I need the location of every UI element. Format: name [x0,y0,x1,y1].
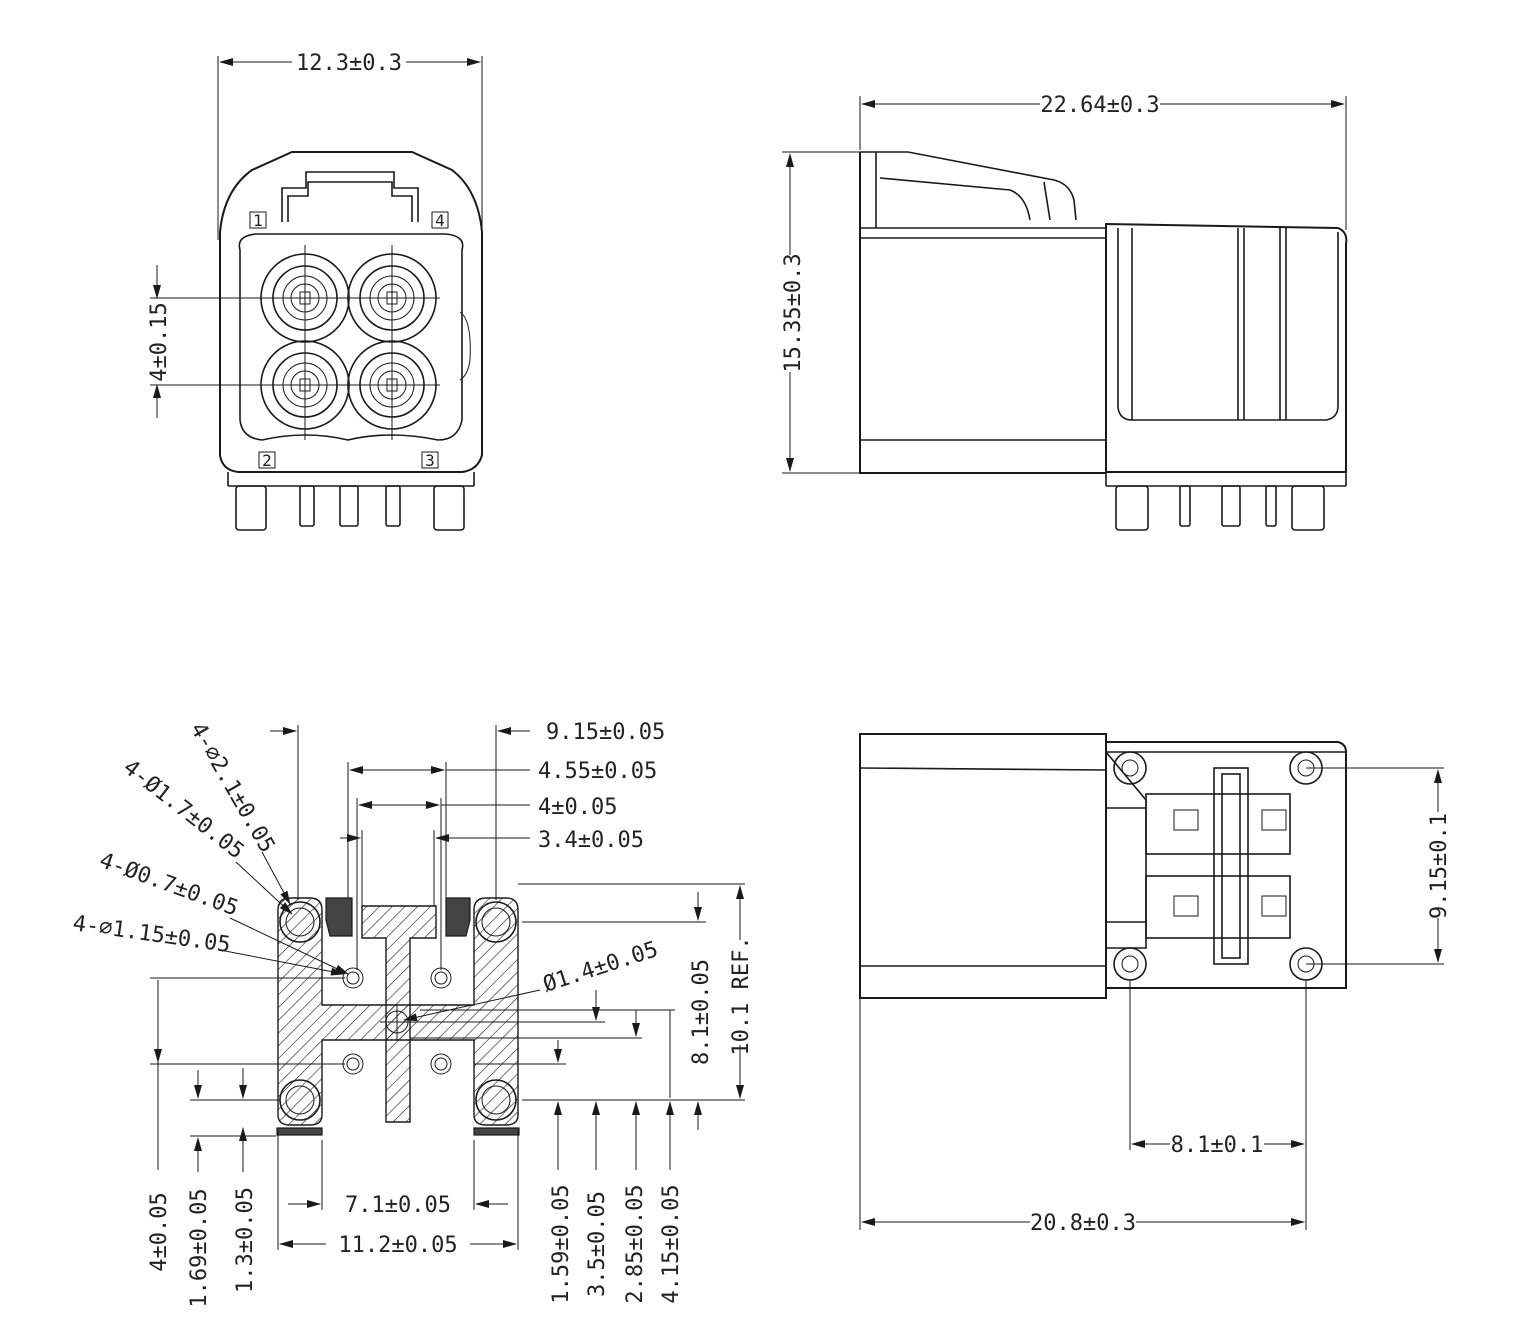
fp-dim-2-85: 2.85±0.05 [623,1184,648,1303]
pin-label-3: 3 [425,451,435,470]
bv-dim-8-1: 8.1±0.1 [1171,1133,1264,1158]
pin-label-4: 4 [435,211,445,230]
bv-dim-20-8: 20.8±0.3 [1030,1211,1136,1236]
side-length-dim: 22.64±0.3 [1040,93,1159,118]
bottom-view: 9.15±0.1 8.1±0.1 20.8±0.3 [859,733,1452,1236]
fp-dim-7-1: 7.1±0.05 [345,1193,451,1218]
pin-label-1: 1 [253,211,263,230]
front-width-dim: 12.3±0.3 [296,51,402,76]
fp-dim-1-59: 1.59±0.05 [549,1184,574,1303]
fp-dim-10-1: 10.1 REF. [729,936,754,1055]
front-view: 12.3±0.3 1 4 2 3 [147,51,483,531]
fp-hole-0-7: 4-Ø0.7±0.05 [96,848,241,921]
footprint-view: 9.15±0.05 4.55±0.05 4±0.05 3.4±0.05 4-⌀2… [71,719,754,1308]
fp-dim-11-2: 11.2±0.05 [338,1233,457,1258]
fp-dim-4-15: 4.15±0.05 [659,1184,684,1303]
side-view: 22.64±0.3 15.35±0.3 [781,93,1348,531]
fp-dim-left-4: 4±0.05 [147,1192,172,1271]
fp-dim-9-15: 9.15±0.05 [546,720,665,745]
pin-label-2: 2 [262,451,272,470]
fp-dim-8-1: 8.1±0.05 [689,959,714,1065]
fp-dim-4-55: 4.55±0.05 [538,759,657,784]
fp-dim-3-4: 3.4±0.05 [538,828,644,853]
fp-dim-1-3: 1.3±0.05 [233,1187,258,1293]
fp-hole-1-4: Ø1.4±0.05 [540,937,661,998]
side-height-dim: 15.35±0.3 [781,253,806,372]
fp-dim-4: 4±0.05 [538,795,617,820]
bv-dim-9-15: 9.15±0.1 [1427,813,1452,919]
fp-dim-1-69: 1.69±0.05 [187,1188,212,1307]
front-pitch-dim: 4±0.15 [147,302,172,381]
fp-dim-3-5: 3.5±0.05 [585,1191,610,1297]
fp-hole-1-15: 4-⌀1.15±0.05 [71,911,232,958]
